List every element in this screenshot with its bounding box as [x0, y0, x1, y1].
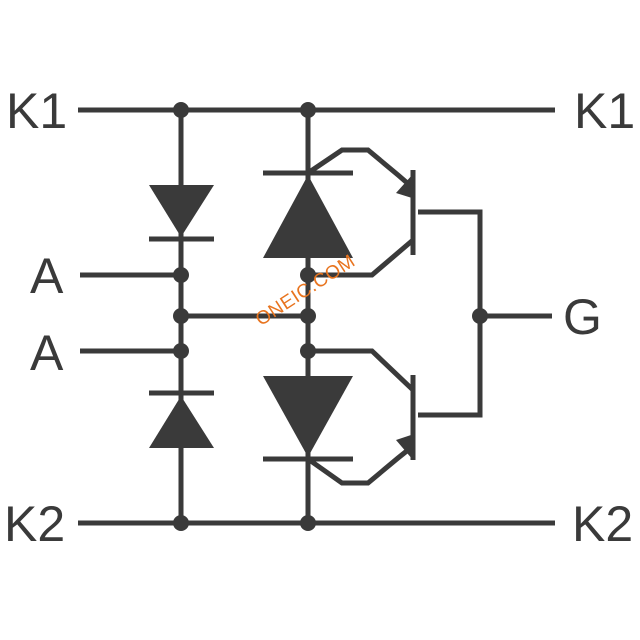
junction-dot	[173, 267, 189, 283]
gate-bus	[418, 209, 483, 418]
k1-right-label: K1	[574, 83, 636, 139]
junction-dot	[300, 308, 316, 324]
junction-dot	[173, 102, 189, 118]
junction-dot	[173, 343, 189, 359]
upper-thyristor	[263, 175, 353, 258]
lower-transistor-collector	[308, 348, 415, 392]
k2-right-label: K2	[572, 496, 634, 552]
junction-dot	[173, 308, 189, 324]
lower-transistor-arrow	[396, 435, 413, 460]
junction-dot	[472, 308, 488, 324]
k1-left-label: K1	[6, 83, 68, 139]
upper-transistor-arrow	[396, 174, 413, 198]
junction-dot	[173, 515, 189, 531]
k2-left-label: K2	[4, 496, 66, 552]
upper-transistor-collector	[308, 238, 415, 278]
junction-dot	[300, 102, 316, 118]
lower-thyristor	[263, 376, 353, 457]
junction-dot	[300, 267, 316, 283]
upper-transistor-emitter	[306, 147, 415, 190]
junction-dot	[300, 515, 316, 531]
left-lower-diode	[149, 396, 214, 448]
a-bottom-label: A	[30, 325, 64, 381]
g-label: G	[563, 289, 602, 345]
left-upper-diode	[149, 185, 214, 237]
a-top-label: A	[30, 248, 64, 304]
lower-transistor-emitter	[306, 444, 415, 486]
junction-dot	[300, 343, 316, 359]
